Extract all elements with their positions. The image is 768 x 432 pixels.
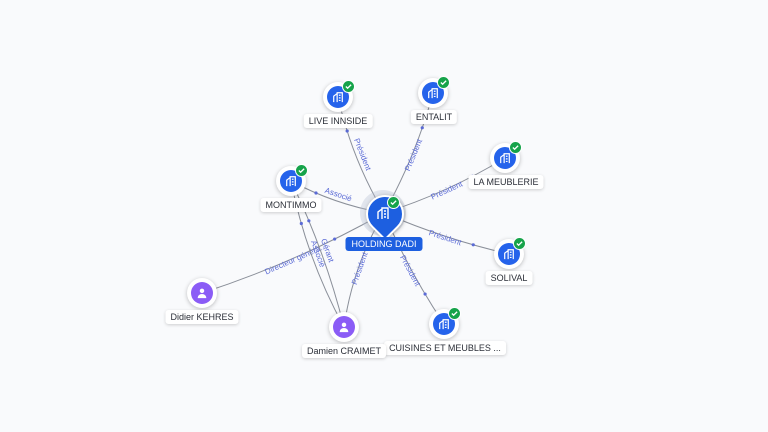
verified-badge-icon [513,237,526,250]
node-label[interactable]: SOLIVAL [485,271,533,285]
edge-damien-craimet-montimmo [290,180,345,328]
edge-label: Président [350,250,370,286]
node-circle[interactable] [329,312,359,342]
edge-arrow-icon [420,126,424,130]
edge-arrow-icon [423,292,427,296]
node-circle[interactable] [429,309,459,339]
verified-badge-icon [342,80,355,93]
node-label[interactable]: LA MEUBLERIE [468,175,544,189]
verified-badge-icon [295,164,308,177]
edge-arrow-icon [345,129,349,133]
node-label[interactable]: ENTALIT [410,110,458,124]
edge-label: Président [430,179,465,202]
edge-arrow-icon [333,237,337,241]
verified-badge-icon [437,76,450,89]
edge-arrow-icon [314,191,318,195]
edge-label: Président [398,254,422,289]
edge-didier-kehres-center [201,212,385,294]
central-node-label[interactable]: HOLDING DADI [345,237,423,251]
node-label[interactable]: LIVE INNSIDE [303,114,373,128]
building-icon [374,204,392,222]
node-label[interactable]: Damien CRAIMET [301,344,387,358]
verified-badge-icon [387,196,400,209]
edge-arrow-icon [471,243,475,247]
node-circle[interactable] [187,278,217,308]
person-icon [333,316,355,338]
edge-label: Président [403,137,424,172]
node-label[interactable]: MONTIMMO [260,198,322,212]
verified-badge-icon [448,307,461,320]
edge-label: Associé [324,186,354,204]
edge-label: Président [428,228,464,247]
node-label[interactable]: Didier KEHRES [165,310,239,324]
person-icon [191,282,213,304]
edge-arrow-icon [307,219,311,223]
node-label[interactable]: CUISINES ET MEUBLES ... [384,341,506,355]
verified-badge-icon [509,141,522,154]
edge-arrow-icon [299,221,303,226]
